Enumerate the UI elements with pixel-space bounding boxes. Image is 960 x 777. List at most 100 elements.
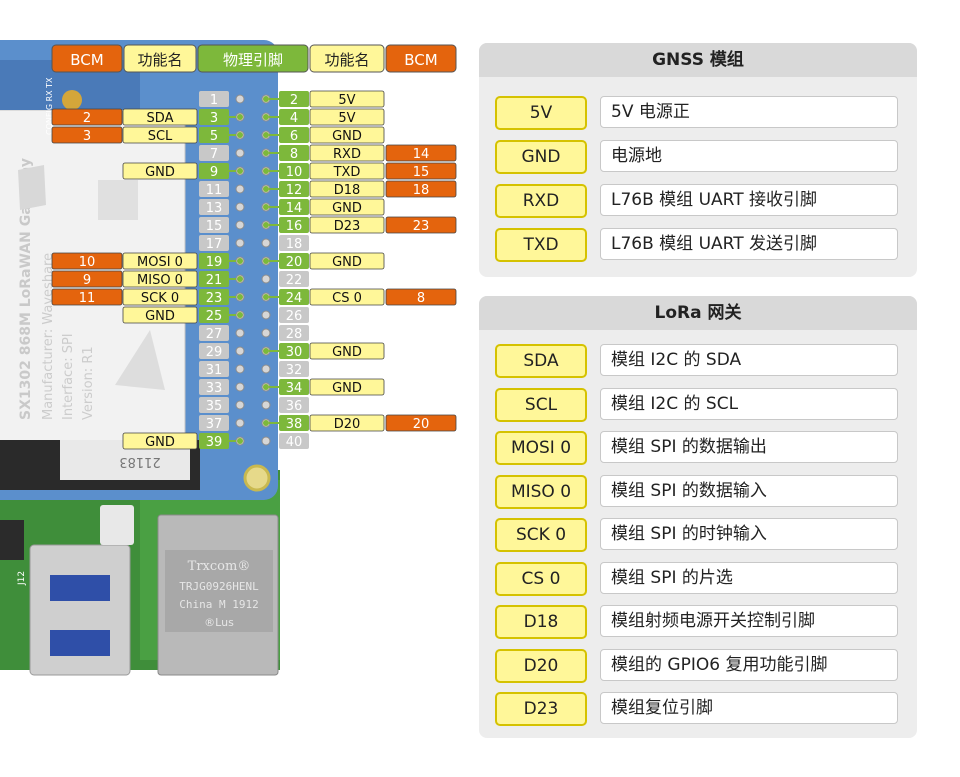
- lora-signal-description: 模组 I2C 的 SCL: [600, 387, 898, 420]
- pin-number-box: [279, 145, 309, 161]
- antenna-connector: [62, 90, 82, 110]
- pin-1: 1: [199, 91, 245, 108]
- gnss-panel-title: GNSS 模组: [479, 43, 917, 77]
- lora-panel-title: LoRa 网关: [479, 296, 917, 330]
- pin-number: 27: [206, 327, 223, 342]
- pin-number-box: [199, 235, 229, 251]
- active-pin-dot: [263, 294, 269, 300]
- lora-signal-description: 模组射频电源开关控制引脚: [600, 605, 898, 637]
- pin-number: 37: [206, 417, 223, 432]
- bcm-box: [385, 162, 457, 180]
- header-cell-box: [385, 44, 457, 73]
- function-box: [309, 108, 385, 126]
- function-label: GND: [145, 309, 175, 324]
- header-pin: [235, 202, 245, 212]
- gnss-signal-description: 5V 电源正: [600, 96, 898, 128]
- pin-17: 17: [199, 235, 245, 252]
- header-pin: [261, 310, 271, 320]
- lora-signal-name: CS 0: [495, 561, 587, 596]
- function-label: GND: [145, 165, 175, 180]
- pin-27: 27: [199, 325, 245, 342]
- pin-number: 29: [206, 345, 223, 360]
- pin-number: 15: [206, 219, 223, 234]
- pin-number: 4: [290, 111, 298, 126]
- pin-number: 34: [286, 381, 303, 396]
- module-name: SX1302 868M LoRaWAN Gateway: [18, 158, 34, 420]
- header-pin: [235, 382, 245, 392]
- header-pin: [235, 238, 245, 248]
- ethernet-jack-model: TRJG0926HENL: [179, 580, 259, 593]
- function-label: SDA: [147, 111, 174, 126]
- lora-signal-description: 模组 I2C 的 SDA: [600, 344, 898, 376]
- function-box: [122, 108, 198, 126]
- usb-port-slot: [50, 575, 110, 601]
- qr-code: [98, 180, 138, 220]
- pin-29: 29: [199, 343, 245, 360]
- active-pin-dot: [237, 276, 243, 282]
- header-cell-2: 物理引脚: [197, 44, 309, 73]
- header-pin: [261, 400, 271, 410]
- header-cell-0: BCM: [51, 44, 123, 73]
- lora-signal-name: D23: [495, 692, 587, 726]
- pin-number-box: [279, 253, 309, 269]
- usb-label: J12: [17, 571, 27, 586]
- bcm-label: 2: [83, 111, 91, 126]
- header-pin: [235, 418, 245, 428]
- bcm-box: [385, 180, 457, 198]
- pin-number-box: [199, 361, 229, 377]
- header-pin: [235, 400, 245, 410]
- pin-number-box: [199, 343, 229, 359]
- ethernet-jack-brand: Trxcom®: [188, 559, 251, 574]
- header-cell-label: BCM: [70, 51, 103, 69]
- pin-28: 28: [261, 325, 309, 342]
- function-label: RXD: [333, 147, 361, 162]
- component: [0, 520, 24, 560]
- pin-33: 33: [199, 379, 245, 396]
- header-cell-4: BCM: [385, 44, 457, 73]
- function-label: GND: [145, 435, 175, 450]
- function-label: TXD: [333, 165, 361, 180]
- pin-number: 36: [286, 399, 303, 414]
- pin-number: 32: [286, 363, 303, 378]
- gnss-signal-name: GND: [495, 140, 587, 174]
- lora-signal-description: 模组的 GPIO6 复用功能引脚: [600, 648, 898, 681]
- pin-number-box: [279, 361, 309, 377]
- pin-number: 5: [210, 129, 218, 144]
- bcm-box: [51, 126, 123, 144]
- mounting-hole: [243, 464, 271, 492]
- function-box: [309, 378, 385, 396]
- lora-signal-name: SDA: [495, 344, 587, 378]
- active-pin-dot: [263, 348, 269, 354]
- bcm-label: 3: [83, 129, 91, 144]
- bcm-label: 20: [413, 417, 430, 432]
- ethernet-jack-mark: ®Lus: [204, 616, 234, 629]
- function-label: GND: [332, 255, 362, 270]
- pin-number-box: [279, 271, 309, 287]
- function-box: [309, 288, 385, 306]
- active-pin-dot: [263, 168, 269, 174]
- function-box: [309, 162, 385, 180]
- pin-32: 32: [261, 361, 309, 378]
- function-box: [309, 252, 385, 270]
- pin-number-box: [199, 199, 229, 215]
- gnss-signal-name: RXD: [495, 184, 587, 218]
- bcm-box: [385, 144, 457, 162]
- pin-37: 37: [199, 415, 245, 432]
- pinout-diagram: Trxcom® TRJG0926HENL China M 1912 ®Lus J…: [0, 40, 457, 676]
- pin-number-box: [279, 109, 309, 125]
- header-cell-box: [197, 44, 309, 73]
- active-pin-dot: [263, 222, 269, 228]
- bcm-label: 14: [413, 147, 430, 162]
- pin-31: 31: [199, 361, 245, 378]
